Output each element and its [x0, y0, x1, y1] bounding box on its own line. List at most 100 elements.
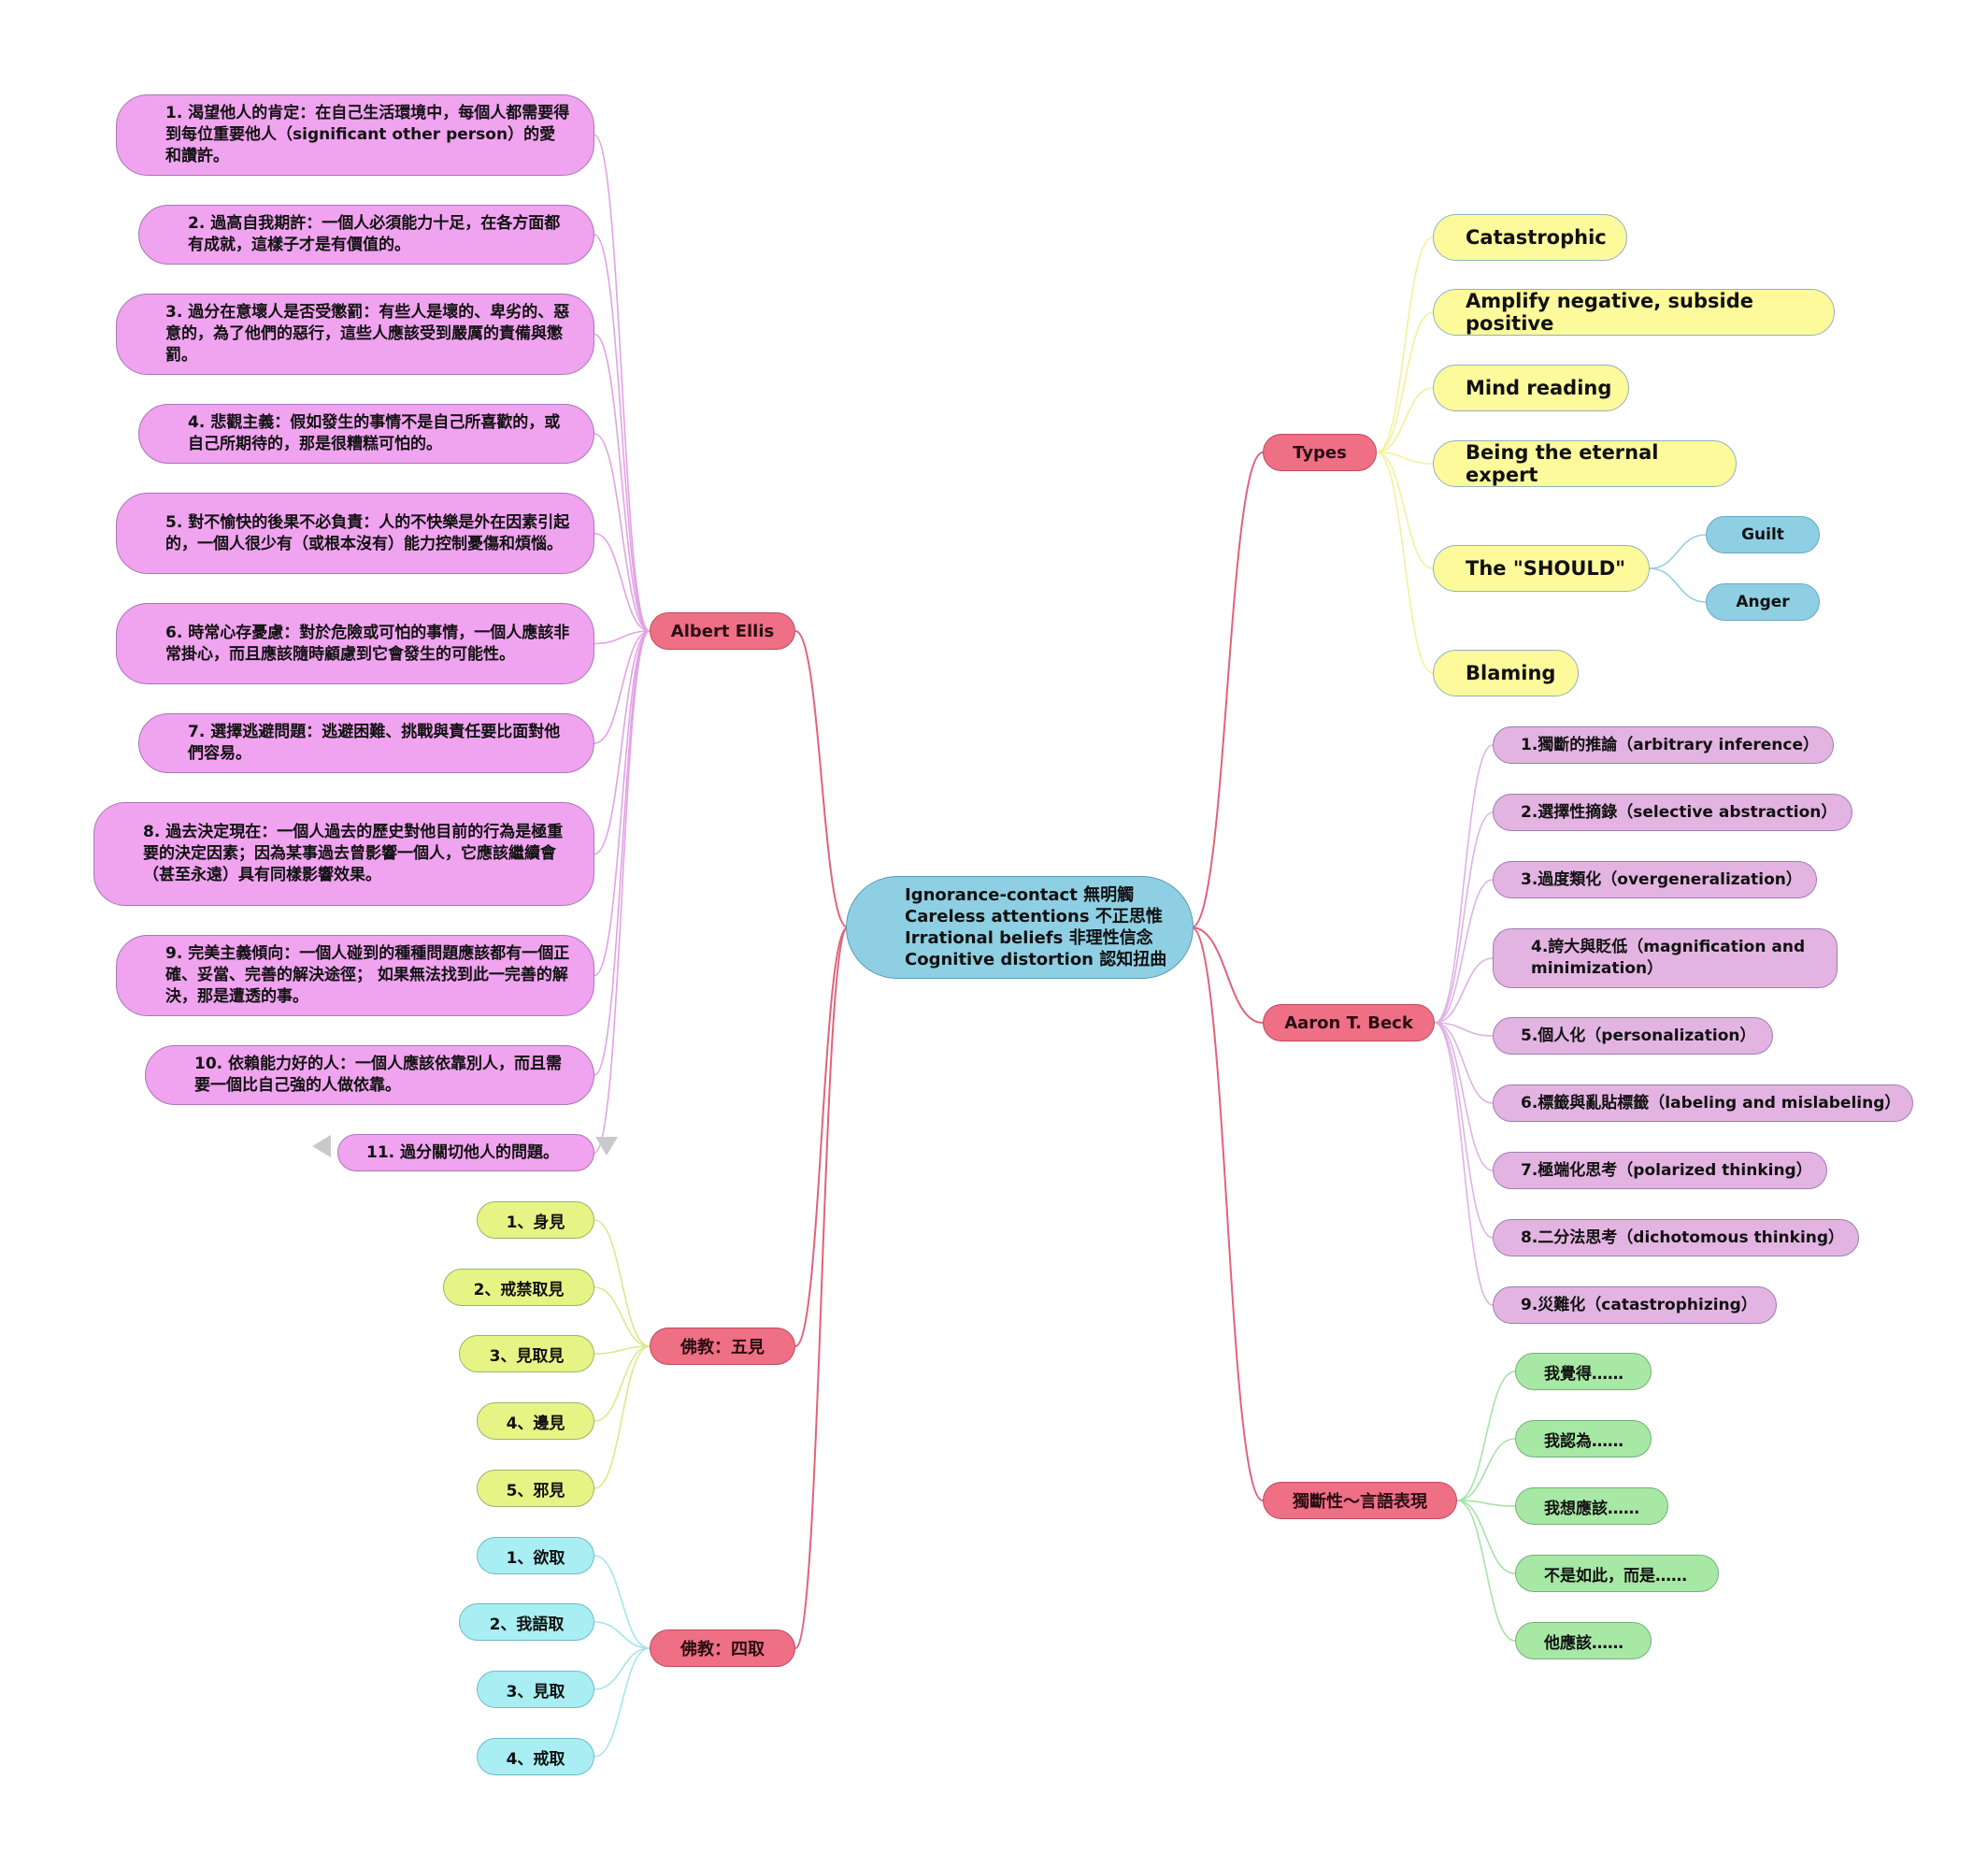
ellis-belief-4[interactable]: 4. 悲觀主義：假如發生的事情不是自己所喜歡的，或自己所期待的，那是很糟糕可怕的… — [138, 404, 594, 464]
beck-distortion-7[interactable]: 7.極端化思考（polarized thinking） — [1493, 1152, 1827, 1189]
connector-curve — [594, 1345, 651, 1355]
connector-curve — [594, 630, 651, 645]
connector-curve — [1376, 311, 1434, 453]
ellis-belief-6[interactable]: 6. 時常心存憂慮：對於危險或可怕的事情，一個人應該非常掛心，而且應該隨時顧慮到… — [116, 603, 594, 684]
connector-curve — [1434, 1022, 1494, 1171]
connector-curve — [594, 1621, 651, 1649]
connector-curve — [594, 234, 651, 632]
connector-curve — [594, 630, 651, 1154]
beck-distortion-9[interactable]: 9.災難化（catastrophizing） — [1493, 1286, 1777, 1324]
beck-distortion-2[interactable]: 2.選擇性摘錄（selective abstraction） — [1493, 794, 1852, 831]
central-topic-line: Irrational beliefs 非理性信念 — [905, 928, 1153, 948]
expression-item-2[interactable]: 我認為…… — [1515, 1420, 1652, 1457]
connector-curve — [1376, 452, 1434, 569]
central-topic[interactable]: Ignorance-contact 無明觸 Careless attention… — [846, 876, 1194, 979]
connector-curve — [1434, 811, 1494, 1024]
ellis-belief-10[interactable]: 10. 依賴能力好的人：一個人應該依靠別人，而且需要一個比自己強的人做依靠。 — [145, 1045, 594, 1105]
five-views-item-1[interactable]: 1、身見 — [477, 1201, 594, 1239]
ellis-belief-11[interactable]: 11. 過分關切他人的問題。 — [337, 1134, 594, 1171]
connector-curve — [794, 926, 849, 1649]
connector-curve — [1434, 1022, 1494, 1306]
connector-curve — [594, 134, 651, 632]
type-blaming[interactable]: Blaming — [1433, 650, 1579, 696]
connector-curve — [594, 1647, 651, 1690]
connector-curve — [1191, 452, 1264, 928]
ellis-belief-7[interactable]: 7. 選擇逃避問題：逃避困難、挑戰與責任要比面對他們容易。 — [138, 713, 594, 773]
central-topic-line: Cognitive distortion 認知扭曲 — [905, 950, 1167, 969]
expression-item-4[interactable]: 不是如此，而是…… — [1515, 1555, 1719, 1592]
four-clingings-item-3[interactable]: 3、見取 — [477, 1671, 594, 1708]
category-dogmatic-expressions[interactable]: 獨斷性～言語表現 — [1263, 1482, 1457, 1519]
connector-curve — [1649, 567, 1707, 603]
beck-distortion-4[interactable]: 4.誇大與貶低（magnification and minimization） — [1493, 928, 1838, 988]
ellis-belief-5[interactable]: 5. 對不愉快的後果不必負責：人的不快樂是外在因素引起的，一個人很少有（或根本沒… — [116, 493, 594, 574]
category-buddhism-four-clingings[interactable]: 佛教：四取 — [650, 1629, 795, 1667]
ellis-belief-9[interactable]: 9. 完美主義傾向：一個人碰到的種種問題應該都有一個正確、妥當、完善的解決途徑；… — [116, 935, 594, 1016]
connector-curve — [1376, 452, 1434, 465]
connector-curve — [594, 1345, 651, 1422]
five-views-item-2[interactable]: 2、戒禁取見 — [443, 1269, 594, 1306]
collapse-left-arrow-icon[interactable] — [312, 1135, 331, 1157]
ellis-belief-2[interactable]: 2. 過高自我期許：一個人必須能力十足，在各方面都有成就，這樣子才是有價值的。 — [138, 205, 594, 265]
expression-item-3[interactable]: 我想應該…… — [1515, 1487, 1668, 1525]
connector-curve — [594, 630, 651, 1076]
five-views-item-5[interactable]: 5、邪見 — [477, 1470, 594, 1507]
beck-distortion-5[interactable]: 5.個人化（personalization） — [1493, 1017, 1773, 1055]
category-aaron-beck[interactable]: Aaron T. Beck — [1263, 1004, 1435, 1041]
connector-curve — [594, 532, 651, 632]
ellis-belief-8[interactable]: 8. 過去決定現在：一個人過去的歷史對他目前的行為是極重要的決定因素；因為某事過… — [93, 802, 594, 906]
connector-curve — [594, 630, 651, 977]
category-albert-ellis[interactable]: Albert Ellis — [650, 612, 795, 650]
category-types[interactable]: Types — [1263, 434, 1377, 471]
connector-curve — [1191, 926, 1264, 1501]
five-views-item-4[interactable]: 4、邊見 — [477, 1402, 594, 1440]
beck-distortion-6[interactable]: 6.標籤與亂貼標籤（labeling and mislabeling） — [1493, 1084, 1913, 1122]
connector-curve — [1456, 1500, 1516, 1642]
connector-curve — [794, 926, 849, 1347]
connector-curve — [1434, 744, 1494, 1024]
expression-item-1[interactable]: 我覺得…… — [1515, 1353, 1652, 1390]
five-views-item-3[interactable]: 3、見取見 — [459, 1335, 594, 1372]
expand-down-arrow-icon[interactable] — [595, 1137, 618, 1156]
four-clingings-item-4[interactable]: 4、戒取 — [477, 1738, 594, 1775]
ellis-belief-3[interactable]: 3. 過分在意壞人是否受懲罰：有些人是壞的、卑劣的、惡意的，為了他們的惡行，這些… — [116, 294, 594, 375]
connector-curve — [594, 1345, 651, 1489]
connector-curve — [1456, 1500, 1516, 1507]
central-topic-line: Ignorance-contact 無明觸 — [905, 885, 1135, 905]
central-topic-line: Careless attentions 不正思惟 — [905, 907, 1163, 926]
category-buddhism-five-views[interactable]: 佛教：五見 — [650, 1328, 795, 1365]
type-catastrophic[interactable]: Catastrophic — [1433, 214, 1627, 261]
connector-curve — [1434, 957, 1494, 1024]
should-anger[interactable]: Anger — [1706, 583, 1820, 621]
type-eternal-expert[interactable]: Being the eternal expert — [1433, 440, 1737, 487]
connector-curve — [1456, 1371, 1516, 1501]
beck-distortion-1[interactable]: 1.獨斷的推論（arbitrary inference） — [1493, 726, 1834, 764]
type-should[interactable]: The "SHOULD" — [1433, 545, 1650, 592]
connector-curve — [1434, 879, 1494, 1024]
connector-curve — [1456, 1438, 1516, 1501]
connector-curve — [594, 1286, 651, 1347]
type-mind-reading[interactable]: Mind reading — [1433, 365, 1629, 411]
connector-curve — [594, 333, 651, 632]
connector-curve — [1434, 1022, 1494, 1104]
connector-curve — [594, 630, 651, 744]
connector-curve — [1191, 926, 1264, 1024]
connector-curve — [1649, 534, 1707, 569]
connector-curve — [1434, 1022, 1494, 1037]
expression-item-5[interactable]: 他應該…… — [1515, 1622, 1652, 1659]
four-clingings-item-2[interactable]: 2、我語取 — [459, 1603, 594, 1641]
type-amplify-negative[interactable]: Amplify negative, subside positive — [1433, 289, 1835, 336]
connector-curve — [1376, 237, 1434, 453]
beck-distortion-3[interactable]: 3.過度類化（overgeneralization） — [1493, 861, 1817, 898]
connector-curve — [1376, 452, 1434, 674]
four-clingings-item-1[interactable]: 1、欲取 — [477, 1537, 594, 1574]
beck-distortion-8[interactable]: 8.二分法思考（dichotomous thinking） — [1493, 1219, 1859, 1256]
connector-curve — [594, 630, 651, 855]
connector-curve — [794, 630, 849, 928]
connector-curve — [1376, 387, 1434, 453]
connector-curve — [594, 1647, 651, 1758]
should-guilt[interactable]: Guilt — [1706, 516, 1820, 553]
connector-curve — [1434, 1022, 1494, 1239]
ellis-belief-1[interactable]: 1. 渴望他人的肯定：在自己生活環境中，每個人都需要得到每位重要他人（signi… — [116, 94, 594, 176]
